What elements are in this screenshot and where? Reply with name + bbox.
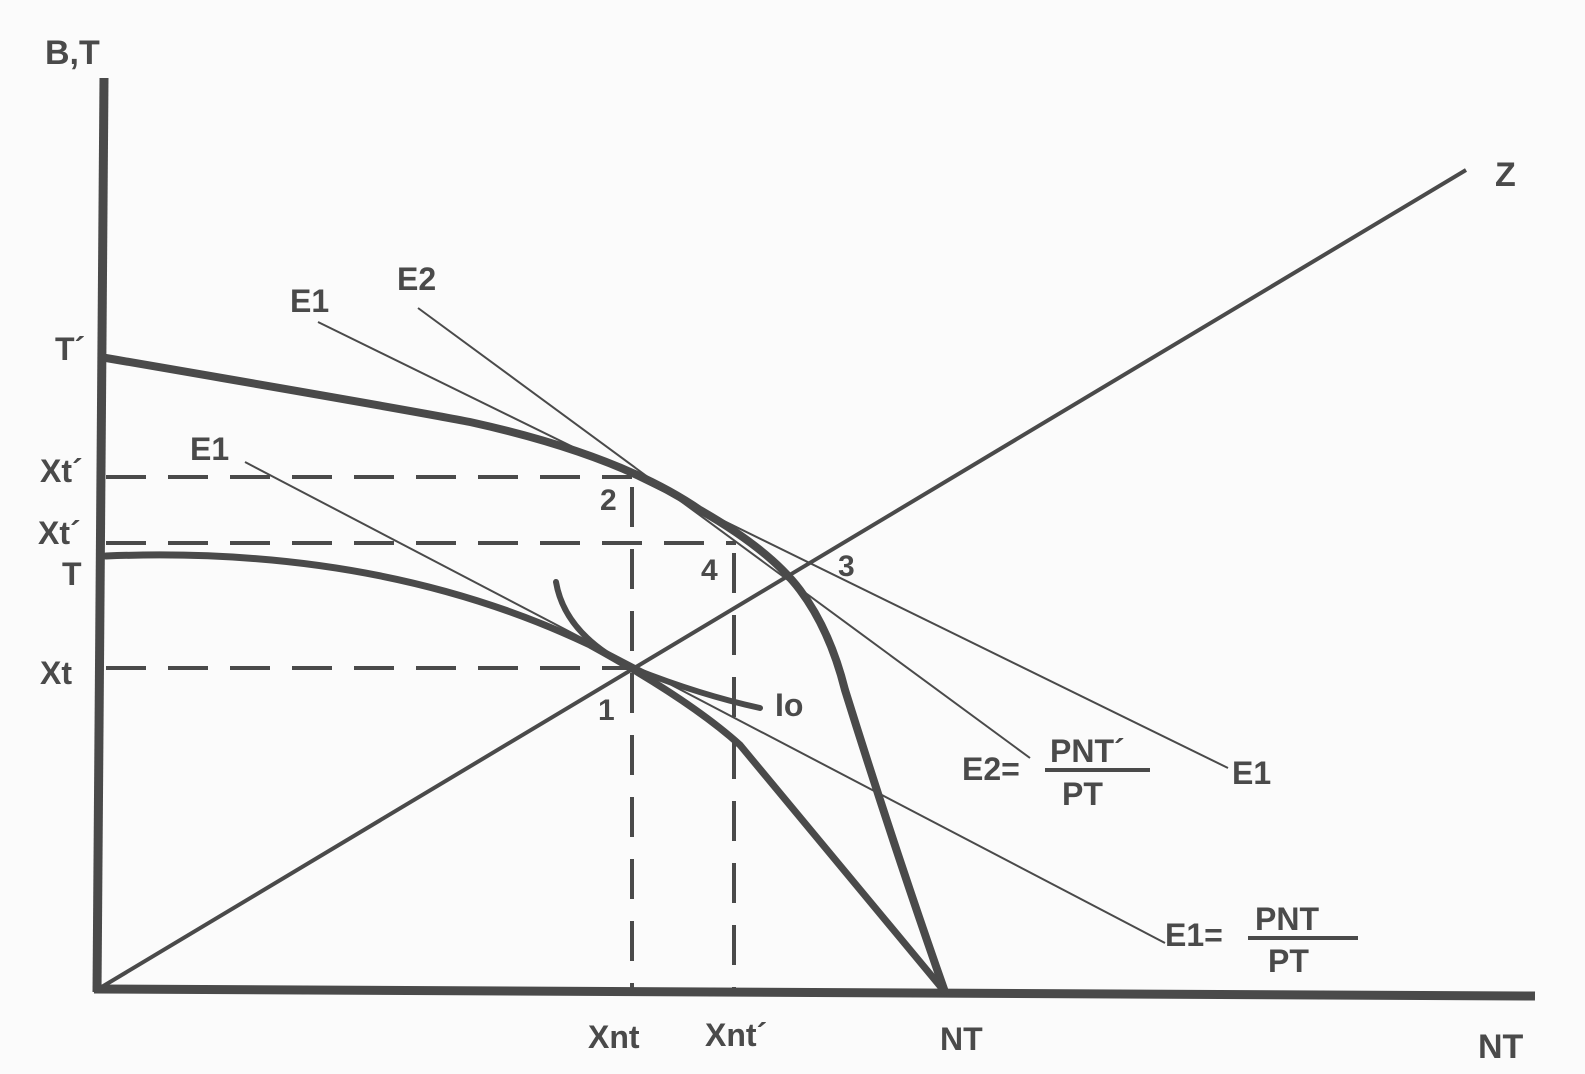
indifference-curve [553, 579, 763, 711]
e2-upper-label: E2 [397, 261, 436, 297]
e1-equation: E1= PNT PT [1165, 901, 1358, 979]
y-axis [92, 77, 109, 993]
e1-equation-numerator: PNT [1255, 901, 1319, 937]
guide-lines [106, 475, 736, 990]
e1-lower-line [244, 461, 1166, 944]
tick-t-prime: T´ [55, 331, 85, 367]
point-2-label: 2 [600, 484, 617, 517]
indifference-label: Io [775, 687, 803, 723]
e2-equation: E2= PNT´ PT [962, 733, 1150, 812]
x-axis-label: NT [1478, 1028, 1524, 1066]
y-axis-label: B,T [45, 34, 100, 72]
e1-right-label: E1 [1232, 755, 1271, 791]
tick-nt: NT [940, 1021, 983, 1057]
e1-upper-line [317, 321, 1229, 769]
point-1-label: 1 [598, 694, 615, 727]
point-3-label: 3 [838, 550, 855, 583]
tick-xt-prime-upper: Xt´ [40, 453, 83, 489]
e2-equation-denominator: PT [1062, 776, 1103, 812]
tick-xnt-prime: Xnt´ [705, 1017, 767, 1053]
e2-line [417, 307, 1031, 759]
tick-xnt: Xnt [588, 1019, 640, 1055]
e1-equation-lhs: E1= [1165, 917, 1223, 953]
e1-upper-label: E1 [290, 283, 329, 319]
tick-t: T [62, 556, 82, 592]
point-4-label: 4 [701, 554, 718, 587]
e1-lower-label: E1 [190, 431, 229, 467]
z-ray [98, 168, 1468, 990]
e2-equation-numerator: PNT´ [1050, 733, 1125, 769]
x-axis [93, 984, 1536, 1001]
ppf-inner-curve [102, 551, 949, 996]
tick-xt-prime-lower: Xt´ [38, 515, 81, 551]
e1-equation-denominator: PT [1268, 943, 1309, 979]
e2-equation-lhs: E2= [962, 751, 1020, 787]
tick-xt: Xt [40, 655, 72, 691]
z-label: Z [1495, 156, 1516, 194]
ppf-outer-curve [102, 354, 949, 996]
